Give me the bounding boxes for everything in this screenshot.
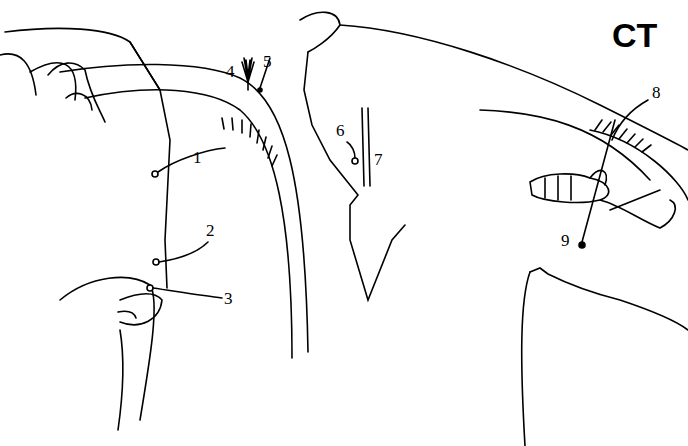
callout-number: 4 <box>226 63 235 80</box>
callout-number: 5 <box>263 53 272 70</box>
callout-number: 8 <box>652 84 661 101</box>
callout-number: 1 <box>193 149 202 166</box>
callout-number: 7 <box>374 151 383 168</box>
callout-number: 6 <box>336 122 345 139</box>
figure-title-label: CT <box>612 18 657 52</box>
callout-number: 3 <box>224 290 233 307</box>
callout-number: 2 <box>206 222 215 239</box>
callout-number: 9 <box>561 232 570 249</box>
